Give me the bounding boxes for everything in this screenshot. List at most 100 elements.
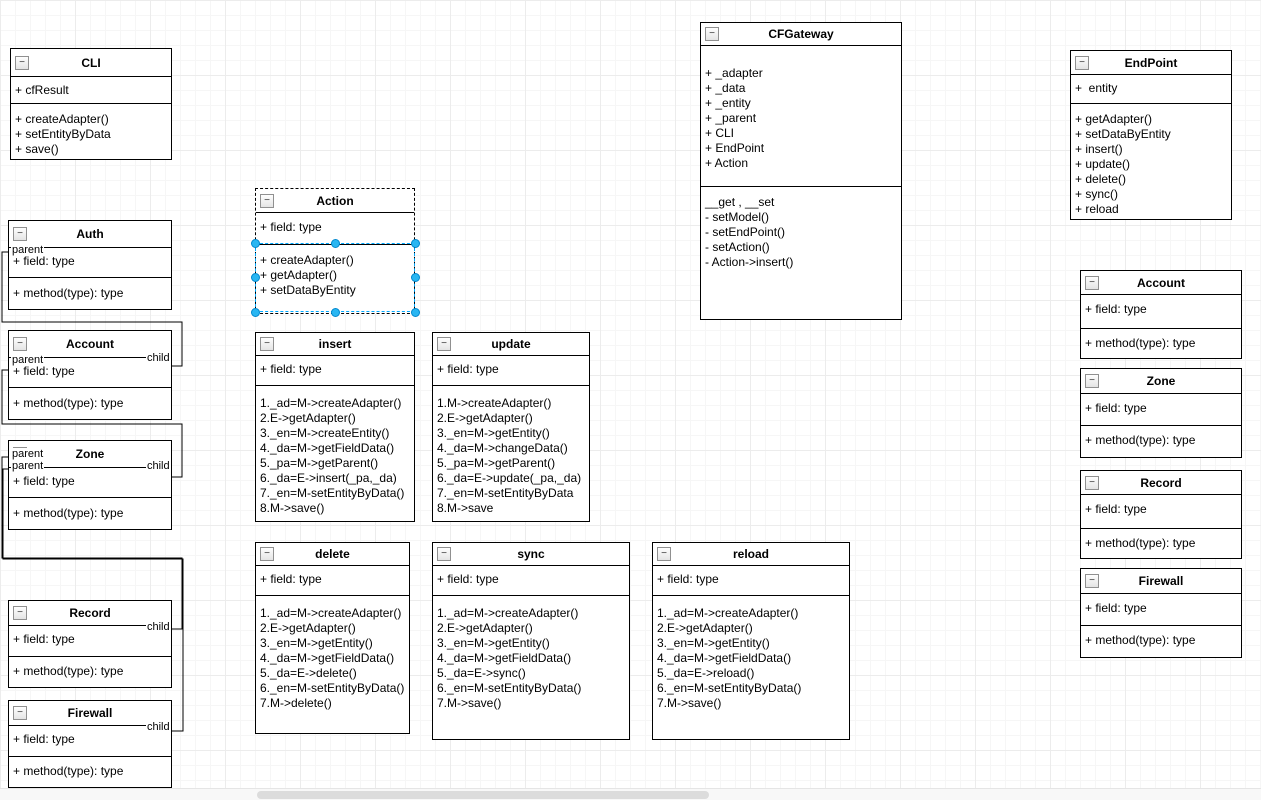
scrollbar-thumb[interactable]	[257, 791, 709, 799]
member-row: 8.M->save()	[260, 501, 325, 515]
edge-auth-account[interactable]	[1, 251, 183, 367]
methods-compartment: + method(type): type	[1081, 528, 1241, 558]
collapse-icon[interactable]: −	[1075, 55, 1089, 70]
member-row: + sync()	[1075, 187, 1119, 201]
class-box-auth[interactable]: −Auth + field: type + method(type): type	[8, 220, 172, 310]
member-row: + CLI	[705, 126, 735, 140]
collapse-icon[interactable]: −	[705, 27, 719, 41]
collapse-icon[interactable]: −	[13, 337, 27, 351]
member-row: + method(type): type	[13, 286, 124, 300]
member-row: + field: type	[1085, 401, 1147, 415]
collapse-icon[interactable]: −	[260, 547, 274, 561]
member-row: + field: type	[13, 474, 75, 488]
class-box-zone-right[interactable]: −Zone+ field: type+ method(type): type	[1080, 368, 1242, 458]
collapse-icon[interactable]: −	[1085, 574, 1099, 588]
collapse-icon[interactable]: −	[13, 227, 27, 241]
selection-handle[interactable]	[410, 307, 420, 317]
member-row: 6._en=M-setEntityByData()	[437, 681, 582, 695]
member-row: 4._da=M->getFieldData()	[657, 651, 792, 665]
collapse-icon[interactable]: −	[657, 547, 671, 561]
class-title-bar: −Auth	[9, 221, 171, 247]
attributes-compartment: + field: type	[1081, 294, 1241, 328]
class-box-firewall-right[interactable]: −Firewall+ field: type+ method(type): ty…	[1080, 568, 1242, 658]
class-name: Record	[69, 606, 111, 620]
edge-label-parent: parent	[11, 460, 45, 472]
member-row: + update()	[1075, 157, 1131, 171]
edge-account-zone[interactable]	[1, 369, 183, 478]
member-row: - setAction()	[705, 240, 770, 254]
class-name: sync	[517, 547, 545, 561]
collapse-icon[interactable]: −	[437, 547, 451, 561]
selection-handle[interactable]	[250, 238, 260, 248]
edge-zone-firewall[interactable]	[2, 468, 184, 732]
selection-handle[interactable]	[250, 273, 260, 282]
class-box-record-left[interactable]: −Record+ field: type+ method(type): type	[8, 600, 172, 688]
member-row: 5._pa=M->getParent()	[437, 456, 556, 470]
collapse-icon[interactable]: −	[260, 193, 274, 208]
member-row: 5._da=E->delete()	[260, 666, 357, 680]
attributes-compartment: + field: type	[256, 355, 414, 385]
class-box-record-right[interactable]: −Record+ field: type+ method(type): type	[1080, 470, 1242, 559]
selection-handle[interactable]	[410, 273, 420, 282]
class-name: insert	[318, 337, 352, 351]
member-row: 7.M->delete()	[260, 696, 332, 710]
member-row: + field: type	[13, 732, 75, 746]
member-row: + EndPoint	[705, 141, 765, 155]
attributes-compartment: + field: type	[1081, 593, 1241, 625]
class-box-cfgateway[interactable]: −CFGateway+ _adapter+ _data+ _entity+ _p…	[700, 22, 902, 320]
methods-compartment: 1._ad=M->createAdapter()2.E->getAdapter(…	[256, 595, 409, 733]
member-row: 8.M->save	[437, 501, 494, 515]
member-row: 6._en=M-setEntityByData()	[260, 681, 405, 695]
selection-handle[interactable]	[330, 238, 340, 248]
edge-label-child: child	[146, 621, 171, 633]
collapse-icon[interactable]: −	[13, 706, 27, 720]
attributes-compartment: + field: type	[1081, 393, 1241, 425]
member-row: + setEntityByData	[15, 127, 111, 141]
member-row: + field: type	[1085, 502, 1147, 516]
class-box-cli[interactable]: −CLI+ cfResult+ createAdapter()+ setEnti…	[10, 48, 172, 160]
member-row: + field: type	[1085, 302, 1147, 316]
methods-compartment: + method(type): type	[9, 497, 171, 529]
class-box-firewall-left[interactable]: −Firewall+ field: type+ method(type): ty…	[8, 700, 172, 788]
selection-handle[interactable]	[410, 238, 420, 248]
methods-compartment: + method(type): type	[9, 656, 171, 687]
class-title-bar: − Record	[9, 601, 171, 625]
class-title-bar: − Firewall	[1081, 569, 1241, 593]
class-box-account-left[interactable]: −Account+ field: type+ method(type): typ…	[8, 330, 172, 420]
attributes-compartment: + _adapter+ _data+ _entity+ _parent+ CLI…	[701, 45, 901, 186]
edge-zone-record[interactable]	[1, 456, 183, 630]
class-box-action[interactable]: −Action+ field: type+ createAdapter()+ g…	[255, 188, 415, 314]
collapse-icon[interactable]: −	[15, 55, 29, 70]
collapse-icon[interactable]: −	[13, 606, 27, 620]
class-name: Action	[316, 193, 354, 208]
collapse-icon[interactable]: −	[260, 337, 274, 351]
class-title-bar: −EndPoint	[1071, 51, 1231, 74]
member-row: __get , __set	[705, 195, 775, 209]
selection-handle[interactable]	[250, 307, 260, 317]
member-row: 3._en=M->createEntity()	[260, 426, 390, 440]
member-row: 7.M->save()	[437, 696, 502, 710]
member-row: 1._ad=M->createAdapter()	[657, 606, 799, 620]
class-name: Zone	[75, 447, 105, 461]
class-box-endpoint[interactable]: −EndPoint+ entity+ getAdapter()+ setData…	[1070, 50, 1232, 220]
member-row: 2.E->getAdapter()	[657, 621, 753, 635]
class-box-account-right[interactable]: −Account+ field: type+ method(type): typ…	[1080, 270, 1242, 359]
member-row: + save()	[15, 142, 59, 156]
class-name: update	[491, 337, 531, 351]
member-row: + getAdapter()	[260, 268, 338, 282]
class-title-bar: − update	[433, 333, 589, 355]
class-name: Firewall	[1138, 574, 1184, 588]
horizontal-scrollbar[interactable]	[0, 788, 1261, 800]
collapse-icon[interactable]: −	[1085, 275, 1099, 290]
selection-handle[interactable]	[330, 307, 340, 317]
collapse-icon[interactable]: −	[437, 337, 451, 351]
collapse-icon[interactable]: −	[1085, 475, 1099, 490]
collapse-icon[interactable]: −	[1085, 374, 1099, 388]
member-row: + field: type	[13, 254, 75, 268]
